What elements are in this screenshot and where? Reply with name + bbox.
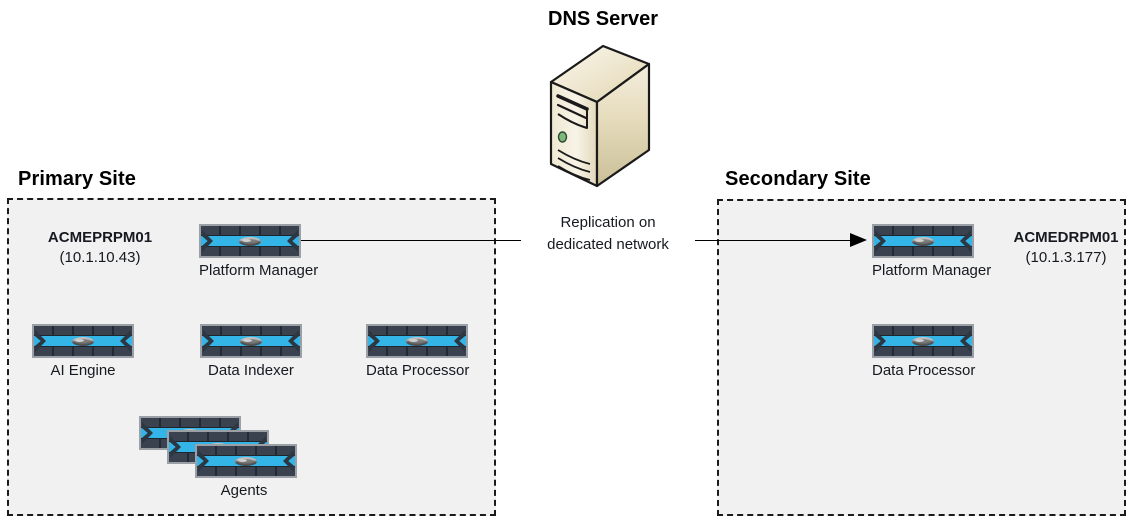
dns-server-title: DNS Server	[548, 8, 659, 30]
node-label: Data Indexer	[208, 362, 294, 379]
replication-arrowhead-icon	[850, 233, 867, 247]
primary-host-callout: ACMEPRPM01 (10.1.10.43)	[30, 228, 170, 268]
replication-line-left	[301, 240, 522, 241]
node-primary-data-processor[interactable]: Data Processor	[366, 324, 470, 380]
node-secondary-data-processor[interactable]: Data Processor	[872, 324, 976, 380]
node-primary-agents[interactable]: Agents	[139, 416, 349, 499]
secondary-site-title: Secondary Site	[725, 168, 871, 190]
secondary-host-name: ACMEDRPM01	[1013, 229, 1119, 246]
node-label: Platform Manager	[199, 262, 319, 279]
replication-label: Replication on dedicated network	[521, 212, 695, 256]
network-switch-icon	[872, 324, 974, 358]
dns-server-icon	[545, 42, 655, 190]
node-label: Data Processor	[366, 362, 470, 379]
network-switch-stack-icon	[139, 416, 349, 478]
node-label: Platform Manager	[872, 262, 992, 279]
replication-label-line1: Replication on	[560, 214, 656, 231]
node-primary-platform-manager[interactable]: Platform Manager	[199, 224, 319, 280]
node-label: Agents	[220, 482, 268, 499]
node-primary-data-indexer[interactable]: Data Indexer	[200, 324, 302, 380]
primary-host-name: ACMEPRPM01	[47, 229, 153, 246]
node-primary-ai-engine[interactable]: AI Engine	[32, 324, 134, 380]
replication-line-right	[694, 240, 852, 241]
network-switch-icon	[366, 324, 468, 358]
secondary-host-callout: ACMEDRPM01 (10.1.3.177)	[1000, 228, 1131, 268]
network-switch-icon	[32, 324, 134, 358]
node-label: Data Processor	[872, 362, 976, 379]
network-switch-icon	[872, 224, 974, 258]
network-switch-icon	[195, 444, 297, 478]
network-switch-icon	[200, 324, 302, 358]
node-label: AI Engine	[50, 362, 116, 379]
node-secondary-platform-manager[interactable]: Platform Manager	[872, 224, 992, 280]
primary-site-title: Primary Site	[18, 168, 136, 190]
secondary-host-ip: (10.1.3.177)	[1025, 249, 1107, 266]
replication-label-line2: dedicated network	[547, 236, 669, 253]
primary-host-ip: (10.1.10.43)	[59, 249, 141, 266]
network-switch-icon	[199, 224, 301, 258]
